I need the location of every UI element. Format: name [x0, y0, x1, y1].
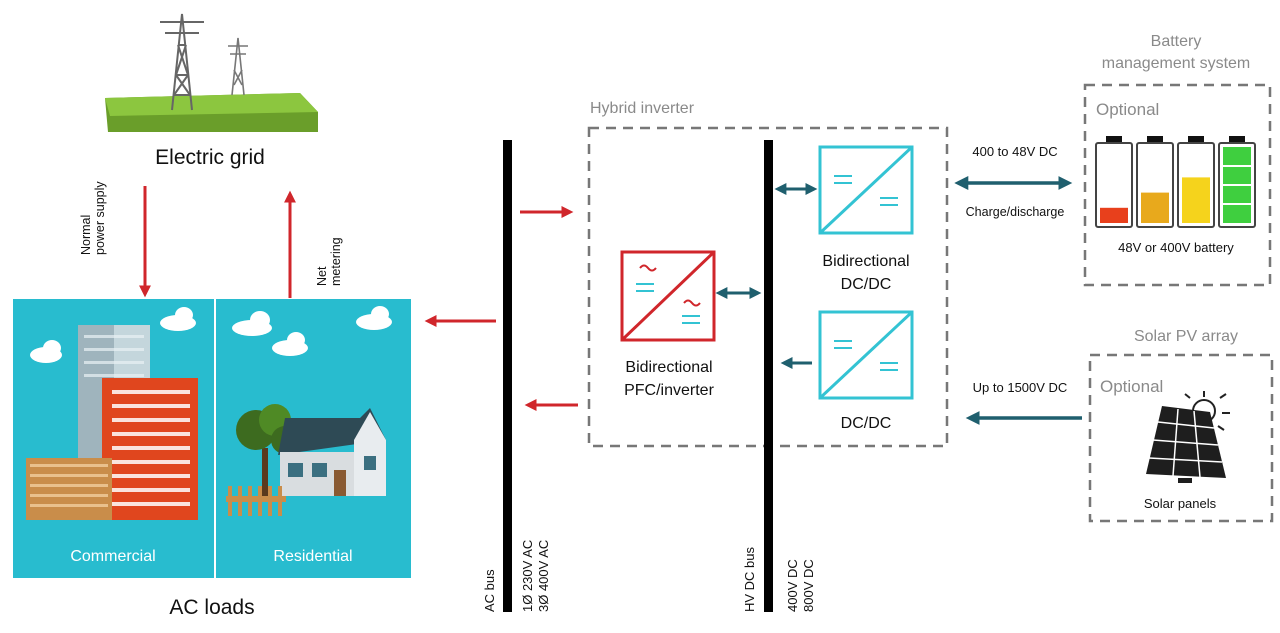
- hv-dc-bus-spec-2: 800V DC: [801, 559, 816, 612]
- battery-cell-charge-level: [1100, 207, 1128, 223]
- ac-loads-title: AC loads: [169, 596, 254, 619]
- electric-grid-illustration: [105, 13, 318, 132]
- bms-title-1: Battery: [1151, 33, 1202, 50]
- ac-bus-spec-2: 3Ø 400V AC: [536, 540, 551, 612]
- battery-cell-cap: [1106, 136, 1122, 142]
- bms-boundary: [1083, 83, 1272, 287]
- normal-supply-label: Normalpower supply: [79, 181, 107, 255]
- pfc-inverter-block: [620, 250, 716, 342]
- solar-pv-boundary: [1088, 353, 1274, 523]
- power-tower-icon: [228, 37, 248, 96]
- hybrid-inverter-title: Hybrid inverter: [590, 100, 695, 117]
- solar-panels-label: Solar panels: [1144, 496, 1217, 511]
- battery-cell-charge-level: [1182, 177, 1210, 223]
- residential-house-illustration: [226, 404, 386, 516]
- net-metering-label: Netmetering: [315, 237, 343, 286]
- bidirectional-dcdc-label-2: DC/DC: [841, 276, 892, 293]
- hv-dc-bus-spec-1: 400V DC: [785, 559, 800, 612]
- battery-cells: [1095, 136, 1256, 228]
- ac-wave-icon: [636, 264, 657, 292]
- pfc-inverter-label-1: Bidirectional: [625, 359, 712, 376]
- bidirectional-dcdc-label-1: Bidirectional: [822, 253, 909, 270]
- power-tower-icon: [160, 13, 204, 111]
- ac-bus-spec-1: 1Ø 230V AC: [520, 540, 535, 612]
- commercial-label: Commercial: [70, 548, 155, 565]
- battery-cell-charge-level: [1141, 192, 1169, 223]
- bms-optional-label: Optional: [1096, 100, 1159, 119]
- dc-symbol-icon: [682, 299, 701, 324]
- solar-pv-title: Solar PV array: [1134, 328, 1238, 345]
- battery-label: 48V or 400V battery: [1118, 240, 1234, 255]
- battery-cell-cap: [1188, 136, 1204, 142]
- battery-link-top-label: 400 to 48V DC: [972, 144, 1057, 159]
- ac-bus-bar: [503, 140, 512, 612]
- dcdc-block: [818, 310, 914, 400]
- bidirectional-dcdc-block: [818, 145, 914, 235]
- dc-symbol-icon: [834, 340, 898, 371]
- battery-cell-cap: [1147, 136, 1163, 142]
- battery-link-bottom-label: Charge/discharge: [966, 205, 1065, 219]
- electric-grid-label: Electric grid: [155, 146, 265, 169]
- residential-label: Residential: [273, 548, 352, 565]
- hv-dc-bus-label: HV DC bus: [742, 546, 757, 612]
- ac-bus-label: AC bus: [482, 569, 497, 612]
- dcdc-label: DC/DC: [841, 415, 892, 432]
- battery-cell-cap: [1229, 136, 1245, 142]
- solar-link-label: Up to 1500V DC: [973, 380, 1068, 395]
- commercial-buildings-illustration: [26, 325, 198, 520]
- dc-symbol-icon: [834, 175, 898, 206]
- solar-optional-label: Optional: [1100, 377, 1163, 396]
- solar-panel-icon: [1146, 391, 1230, 483]
- battery-cell: [1095, 142, 1133, 228]
- bms-title-2: management system: [1102, 55, 1251, 72]
- cloud-icon: [30, 306, 392, 363]
- pfc-inverter-label-2: PFC/inverter: [624, 382, 714, 399]
- hv-dc-bus-bar: [764, 140, 773, 612]
